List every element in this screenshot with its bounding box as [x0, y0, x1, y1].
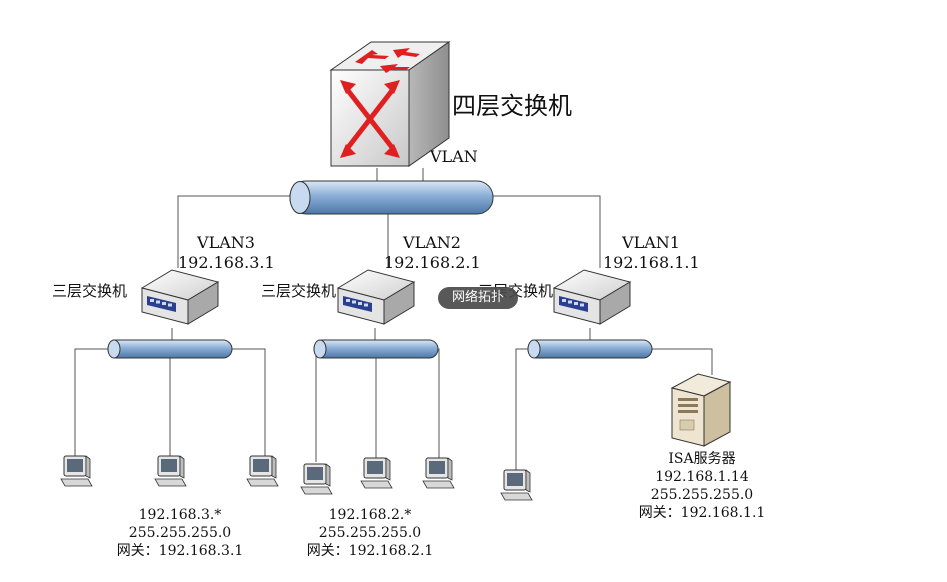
vlan1-ip: 192.168.1.1: [603, 253, 700, 272]
pc-icon: [246, 455, 279, 487]
subnet-vlan3-info: 192.168.3.* 255.255.255.0 网关：192.168.3.1: [110, 506, 250, 560]
server-name: ISA服务器: [668, 451, 736, 467]
vlan2-label: VLAN2 192.168.2.1: [384, 233, 481, 273]
pc-icon: [360, 457, 393, 489]
server-icon: [670, 373, 732, 447]
server-info: ISA服务器 192.168.1.14 255.255.255.0 网关：192…: [632, 450, 772, 522]
vlan3-name: VLAN3: [197, 233, 255, 252]
vlan2-name: VLAN2: [403, 233, 461, 252]
subnet-vlan3-mask: 255.255.255.0: [128, 525, 232, 541]
subnet-vlan2-ip: 192.168.2.*: [328, 507, 412, 523]
server-mask: 255.255.255.0: [650, 487, 754, 503]
vlan3-ip: 192.168.3.1: [178, 253, 275, 272]
subnet-vlan2-gateway: 网关：192.168.2.1: [306, 543, 434, 559]
arrow-icon: [355, 48, 420, 73]
pc-icon: [154, 455, 187, 487]
core-vlan-label: VLAN: [430, 147, 478, 166]
pc-icon: [422, 457, 455, 489]
sub-bus-vlan2: [313, 339, 439, 359]
main-bus: [289, 180, 494, 215]
pc-icon: [500, 469, 533, 501]
subnet-vlan3-ip: 192.168.3.*: [138, 507, 222, 523]
sub-bus-vlan3: [107, 339, 233, 359]
vlan1-label: VLAN1 192.168.1.1: [603, 233, 700, 273]
topology-badge: 网络拓扑: [438, 287, 518, 309]
vlan3-label: VLAN3 192.168.3.1: [178, 233, 275, 273]
layer4-switch-icon: [329, 41, 451, 167]
core-switch-label: 四层交换机: [452, 92, 572, 120]
layer3-switch-icon-vlan2: [337, 269, 415, 325]
vlan1-name: VLAN1: [622, 233, 680, 252]
sub-bus-vlan1: [527, 339, 653, 359]
layer3-switch-icon-vlan3: [141, 269, 219, 325]
layer3-switch-icon-vlan1: [553, 269, 631, 325]
pc-icon: [60, 455, 93, 487]
subnet-vlan2-mask: 255.255.255.0: [318, 525, 422, 541]
subnet-vlan3-gateway: 网关：192.168.3.1: [116, 543, 244, 559]
subnet-vlan2-info: 192.168.2.* 255.255.255.0 网关：192.168.2.1: [300, 506, 440, 560]
server-gateway: 网关：192.168.1.1: [638, 505, 766, 521]
server-ip: 192.168.1.14: [655, 469, 749, 485]
vlan2-ip: 192.168.2.1: [384, 253, 481, 272]
layer3-switch-label-vlan3: 三层交换机: [52, 282, 128, 300]
layer3-switch-label-vlan2: 三层交换机: [261, 282, 337, 300]
pc-icon: [300, 463, 333, 495]
